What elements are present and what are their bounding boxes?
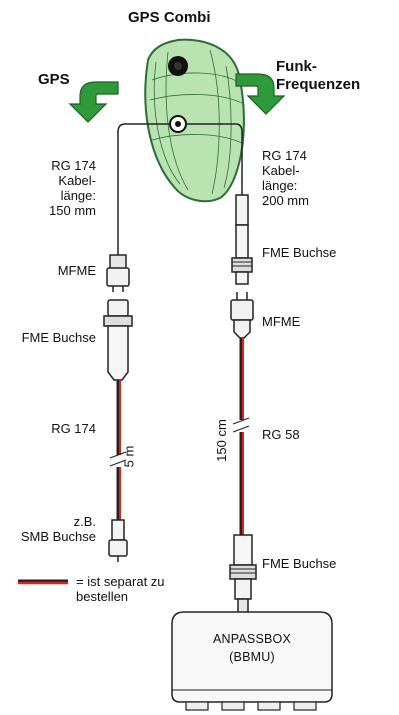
gps-label: GPS xyxy=(38,71,70,88)
right-antenna-cable xyxy=(186,123,243,195)
left-cable-label: RG 174 Kabel- länge: 150 mm xyxy=(49,158,96,218)
right-cable-type: RG 58 xyxy=(262,427,300,442)
left-cable-type: RG 174 xyxy=(51,421,96,436)
gps-arrow xyxy=(68,81,119,123)
right-fme-bottom-label: FME Buchse xyxy=(262,556,337,571)
right-red-cable xyxy=(232,338,250,535)
right-fme-connector-bottom xyxy=(229,534,257,616)
left-antenna-cable xyxy=(117,123,170,255)
box-subtitle: (BBMU) xyxy=(229,650,275,664)
right-mfme-label: MFME xyxy=(262,314,301,329)
left-end-connector-label: z.B. SMB Buchse xyxy=(20,514,96,544)
left-mfme-connector xyxy=(106,254,130,292)
funk-arrow xyxy=(235,73,286,115)
left-length-label: 5 m xyxy=(121,445,137,468)
right-length-label: 150 cm xyxy=(213,419,229,462)
left-red-cable xyxy=(109,380,127,520)
left-fme-label: FME Buchse xyxy=(21,330,96,345)
box-title: ANPASSBOX xyxy=(213,632,291,646)
right-mfme-connector xyxy=(230,292,254,339)
antenna-body xyxy=(144,38,245,203)
antenna xyxy=(144,38,245,203)
title: GPS Combi xyxy=(128,9,211,26)
right-cable-label: RG 174 Kabel- länge: 200 mm xyxy=(262,148,309,208)
left-fme-connector xyxy=(103,299,133,381)
anpassbox xyxy=(171,611,333,711)
left-mfme-label: MFME xyxy=(57,263,96,278)
funk-label: Funk- Frequenzen xyxy=(276,58,361,93)
right-fme-connector-top xyxy=(231,194,253,285)
left-smb-connector xyxy=(108,519,128,562)
right-fme-top-label: FME Buchse xyxy=(262,245,337,260)
legend-swatch xyxy=(18,579,68,585)
legend-text: = ist separat zu bestellen xyxy=(76,574,165,604)
